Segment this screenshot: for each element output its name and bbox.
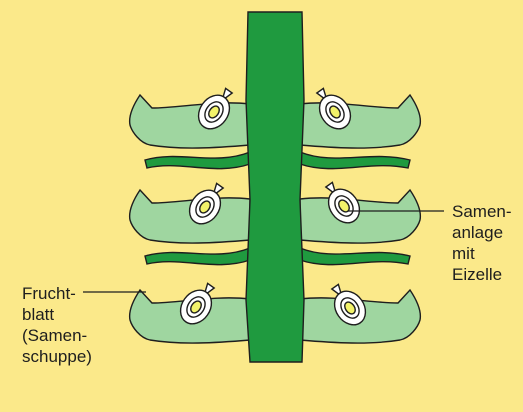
ovule-label: Samen- anlage mit Eizelle (452, 201, 512, 285)
carpel-label: Frucht- blatt (Samen- schuppe) (22, 283, 92, 367)
scale-right-1 (300, 95, 420, 148)
cone-axis (246, 12, 304, 362)
scale-left-1 (130, 95, 250, 148)
bract-top-right (300, 152, 410, 169)
scale-right-2 (300, 190, 420, 243)
bract-top-left (145, 152, 250, 169)
bract-mid-left (145, 248, 250, 265)
bract-mid-right (300, 248, 410, 265)
